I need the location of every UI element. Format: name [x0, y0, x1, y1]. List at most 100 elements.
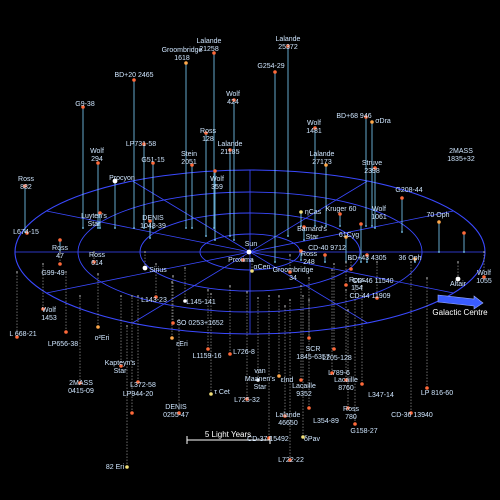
- star-marker-sun[interactable]: [246, 249, 252, 255]
- star-marker-g25429[interactable]: [273, 70, 277, 74]
- star-marker-dpav[interactable]: [301, 435, 305, 439]
- star-marker-l115916[interactable]: [206, 347, 210, 351]
- star-marker-ross154[interactable]: [349, 267, 353, 271]
- star-marker-wolf1453[interactable]: [41, 307, 45, 311]
- star-marker-2mass0415[interactable]: [78, 381, 82, 385]
- star-marker-eind[interactable]: [277, 374, 281, 378]
- star-marker-cd409712[interactable]: [323, 253, 327, 257]
- star-marker-l72532[interactable]: [245, 397, 249, 401]
- star-marker-denis1048[interactable]: [148, 219, 152, 223]
- star-marker-proxima[interactable]: [241, 258, 245, 262]
- star-marker-kruger60[interactable]: [338, 212, 342, 216]
- star-marker-g20844[interactable]: [400, 196, 404, 200]
- star-marker-ross614[interactable]: [92, 260, 96, 264]
- star-marker-cd4611540[interactable]: [344, 283, 348, 287]
- star-marker-bd202465[interactable]: [132, 78, 136, 82]
- star-marker-lp94420[interactable]: [130, 411, 134, 415]
- star-marker-ross248[interactable]: [299, 249, 303, 253]
- star-marker-acen[interactable]: [250, 269, 254, 273]
- star-marker-lp81660[interactable]: [425, 386, 429, 390]
- star-marker-l34714[interactable]: [360, 382, 364, 386]
- star-marker-tcet[interactable]: [209, 392, 213, 396]
- star-label-eeri: εEri: [176, 341, 188, 348]
- star-marker-sdra[interactable]: [370, 120, 374, 124]
- star-marker-wolf1061[interactable]: [359, 222, 363, 226]
- star-marker-lalande27173[interactable]: [324, 163, 328, 167]
- star-marker-altair[interactable]: [455, 276, 461, 282]
- star-marker-ross47[interactable]: [58, 238, 62, 242]
- star-marker-l67415[interactable]: [25, 231, 29, 235]
- star-marker-wolf1055[interactable]: [482, 275, 486, 279]
- star-label-l34714: L347-14: [368, 392, 394, 399]
- star-marker-l14323[interactable]: [154, 295, 158, 299]
- star-marker-l145141[interactable]: [183, 299, 187, 303]
- star-base-bd68946: [365, 225, 367, 227]
- star-marker-o2eri[interactable]: [96, 325, 100, 329]
- star-marker-so0253[interactable]: [171, 321, 175, 325]
- star-marker-stein2051[interactable]: [190, 163, 194, 167]
- star-base-sdra: [371, 225, 373, 227]
- star-marker-lalande21258[interactable]: [212, 51, 216, 55]
- star-marker-lalande46650[interactable]: [283, 414, 287, 418]
- star-stems: [16, 46, 485, 467]
- star-marker-l205128[interactable]: [332, 347, 336, 351]
- star-marker-lalande25372[interactable]: [286, 44, 290, 48]
- star-marker-wolf294[interactable]: [96, 161, 100, 165]
- star-marker-wolf424[interactable]: [232, 98, 236, 102]
- star-marker-cd3613940[interactable]: [409, 411, 413, 415]
- star-marker-g9949[interactable]: [58, 262, 62, 266]
- star-marker-denis0255[interactable]: [177, 411, 181, 415]
- star-marker-l35489[interactable]: [307, 406, 311, 410]
- star-marker-groombridge1618[interactable]: [184, 61, 188, 65]
- star-marker-scr1845[interactable]: [307, 336, 311, 340]
- star-marker-lacaille8760[interactable]: [344, 378, 348, 382]
- star-marker-l37258[interactable]: [136, 380, 140, 384]
- star-marker-lacaille9352[interactable]: [299, 378, 303, 382]
- star-marker-bd68946[interactable]: [364, 115, 368, 119]
- star-marker-g938[interactable]: [81, 105, 85, 109]
- star-marker-cd4411909[interactable]: [375, 296, 379, 300]
- star-marker-70oph[interactable]: [437, 220, 441, 224]
- star-marker-sirius[interactable]: [142, 265, 148, 271]
- grid-spoke: [249, 180, 368, 253]
- star-marker-eta_cas[interactable]: [299, 210, 303, 214]
- star-marker-36oph[interactable]: [413, 257, 417, 261]
- star-marker-wolf1481[interactable]: [313, 126, 317, 130]
- star-marker-struve2398[interactable]: [373, 166, 377, 170]
- star-base-lp73158: [143, 227, 145, 229]
- grid-spoke: [132, 180, 251, 253]
- star-marker-ross128[interactable]: [204, 131, 208, 135]
- star-marker-82eri[interactable]: [125, 465, 129, 469]
- star-marker-l66021[interactable]: [15, 335, 19, 339]
- star-marker-61cyg[interactable]: [344, 235, 348, 239]
- star-marker-l7268[interactable]: [228, 352, 232, 356]
- star-marker-ross882[interactable]: [23, 184, 27, 188]
- star-marker-kapteyn[interactable]: [119, 364, 123, 368]
- star-label-altair: Altair: [450, 281, 466, 288]
- star-marker-luyten[interactable]: [98, 211, 102, 215]
- star-marker-lalande21185[interactable]: [228, 148, 232, 152]
- star-marker-wolf359[interactable]: [213, 169, 217, 173]
- star-marker-lp73158[interactable]: [142, 142, 146, 146]
- star-base-l34714: [361, 285, 363, 287]
- star-marker-procyon[interactable]: [112, 178, 118, 184]
- star-marker-2mass1835[interactable]: [462, 231, 466, 235]
- star-marker-g5115[interactable]: [151, 161, 155, 165]
- galactic-centre-label: Galactic Centre: [432, 308, 488, 317]
- star-marker-l789_6[interactable]: [330, 371, 334, 375]
- star-label-l67415: L674-15: [13, 229, 39, 236]
- star-marker-barnard[interactable]: [302, 225, 306, 229]
- star-marker-groombridge34[interactable]: [288, 270, 292, 274]
- star-marker-lp65638[interactable]: [64, 330, 68, 334]
- star-base-lacaille9352: [300, 285, 302, 287]
- star-marker-l72222[interactable]: [288, 458, 292, 462]
- star-marker-g15827[interactable]: [353, 422, 357, 426]
- star-base-tcet: [210, 293, 212, 295]
- star-base-l14323: [155, 263, 157, 265]
- star-marker-ross780[interactable]: [346, 406, 350, 410]
- star-marker-bd434305[interactable]: [365, 253, 369, 257]
- star-marker-eeri[interactable]: [170, 336, 174, 340]
- star-marker-vanmaanen[interactable]: [256, 378, 260, 382]
